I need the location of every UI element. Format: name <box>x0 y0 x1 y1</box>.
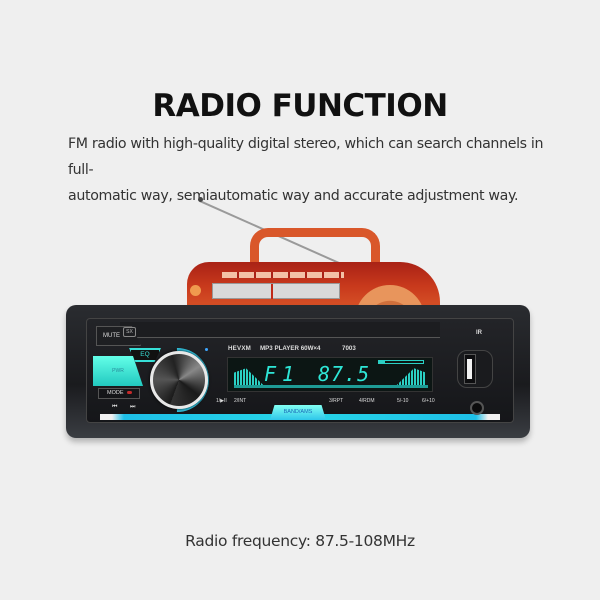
mode-indicator-icon <box>126 391 132 395</box>
preset-buttons: 1/▶II 2/INT 3/RPT 4/RDM 5/-10 6/+10 <box>214 398 444 408</box>
display-band: F1 <box>264 362 301 386</box>
tuning-needle <box>271 284 273 299</box>
boombox-grille <box>222 272 344 278</box>
page-title: RADIO FUNCTION <box>152 88 448 124</box>
preset-5-button[interactable]: 5/-10 <box>397 398 409 404</box>
tuning-dial-plate <box>212 283 340 299</box>
antenna-tip <box>198 197 203 202</box>
description: FM radio with high-quality digital stere… <box>68 131 548 209</box>
description-line-2: automatic way, semiautomatic way and acc… <box>68 188 519 204</box>
band-ams-button[interactable]: BAND/AMS <box>270 405 326 420</box>
faceplate-top-bar <box>120 322 440 338</box>
model-number: 7003 <box>342 345 356 352</box>
previous-track-button[interactable]: ⏮ <box>112 404 118 410</box>
sx-button[interactable]: SX <box>123 327 136 337</box>
volume-knob[interactable] <box>150 351 208 409</box>
display-baseline <box>234 385 428 388</box>
model-label: MP3 PLAYER 60W×4 <box>260 345 321 352</box>
frequency-caption: Radio frequency: 87.5-108MHz <box>185 532 415 550</box>
display-frequency: 87.5 <box>318 362 371 386</box>
indicator-led <box>205 348 208 351</box>
ir-receiver-label: IR <box>476 330 482 336</box>
preset-2-button[interactable]: 2/INT <box>234 398 247 404</box>
description-line-1: FM radio with high-quality digital stere… <box>68 136 544 178</box>
next-track-button[interactable]: ⏭ <box>130 404 136 410</box>
aux-jack-icon[interactable] <box>470 401 484 415</box>
brand-label: HEVXM <box>228 345 252 352</box>
boombox-knob <box>190 285 201 296</box>
lcd-display: F1 87.5 <box>227 357 433 392</box>
mode-button[interactable]: MODE <box>98 388 140 399</box>
signal-strength-icon <box>378 360 424 364</box>
preset-3-button[interactable]: 3/RPT <box>329 398 344 404</box>
preset-1-button[interactable]: 1/▶II <box>216 398 227 404</box>
preset-6-button[interactable]: 6/+10 <box>422 398 435 404</box>
usb-port-icon[interactable] <box>464 354 476 384</box>
mute-button[interactable]: MUTE <box>96 326 141 346</box>
boombox-handle <box>250 228 380 276</box>
mode-label: MODE <box>107 390 124 396</box>
preset-4-button[interactable]: 4/RDM <box>359 398 375 404</box>
